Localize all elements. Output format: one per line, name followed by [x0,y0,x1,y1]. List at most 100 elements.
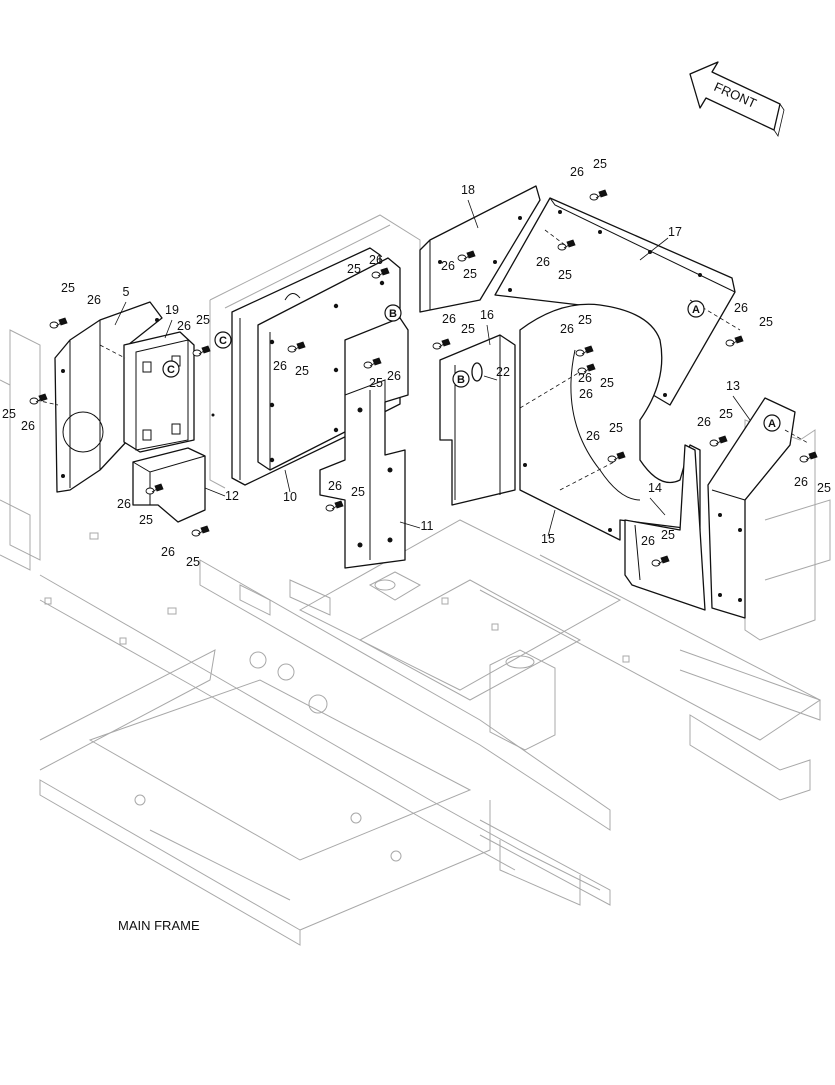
callout-14: 14 [648,481,662,495]
callout-25: 25 [196,313,210,327]
bolt-washer-icon [651,555,670,567]
callout-26: 26 [578,371,592,385]
bolt-washer-icon [192,345,211,357]
callout-25: 25 [139,513,153,527]
bolt-washer-icon [709,435,728,447]
bolt-washer-icon [191,525,210,537]
callout-18: 18 [461,183,475,197]
bolt-washer-icon [432,338,451,350]
marker-circle [687,300,705,318]
callout-26: 26 [387,369,401,383]
marker-letter: C [167,364,175,376]
fasteners-group [29,189,818,567]
callout-25: 25 [461,322,475,336]
callout-25: 25 [719,407,733,421]
callout-26: 26 [87,293,101,307]
callout-26: 26 [117,497,131,511]
callout-17: 17 [668,225,682,239]
bolt-washer-icon [799,451,818,463]
bolt-washer-icon [49,317,68,329]
bolt-washer-icon [363,357,382,369]
callout-25: 25 [558,268,572,282]
callout-26: 26 [328,479,342,493]
callout-5: 5 [123,285,130,299]
bolt-washer-icon [287,341,306,353]
callout-25: 25 [593,157,607,171]
callout-25: 25 [369,376,383,390]
marker-letter: A [692,304,700,316]
bolt-washer-icon [371,267,390,279]
main-frame-label: MAIN FRAME [118,918,200,933]
callout-19: 19 [165,303,179,317]
callout-26: 26 [641,534,655,548]
callout-26: 26 [579,387,593,401]
callout-25: 25 [609,421,623,435]
marker-circle [162,360,180,378]
callout-labels: 25 26 5 19 26 25 25 26 26 25 10 12 26 25 26 25 18 26 25 26 2… [2,157,831,569]
bolt-washer-icon [577,363,596,375]
callout-25: 25 [661,528,675,542]
callout-12: 12 [225,489,239,503]
callout-26: 26 [273,359,287,373]
part-15-large-panel [519,303,701,541]
bolt-washer-icon [29,393,48,405]
bolt-washer-icon [589,189,608,201]
callout-25: 25 [186,555,200,569]
marker-circle [214,331,232,349]
callout-13: 13 [726,379,740,393]
reference-markers: A A B B C C [162,300,781,432]
callout-25: 25 [2,407,16,421]
callout-25: 25 [578,313,592,327]
marker-a: A [687,300,705,318]
part-18-panel [419,185,541,313]
marker-letter: B [457,374,465,386]
bolt-washer-icon [457,250,476,262]
callout-25: 25 [351,485,365,499]
part-19-panel [123,331,195,453]
callout-22: 22 [496,365,510,379]
bolt-washer-icon [325,500,344,512]
main-frame-ghost [0,214,831,946]
callout-25: 25 [61,281,75,295]
callout-25: 25 [347,262,361,276]
callout-26: 26 [697,415,711,429]
callout-25: 25 [463,267,477,281]
callout-26: 26 [536,255,550,269]
callout-26: 26 [560,322,574,336]
callout-16: 16 [480,308,494,322]
bolt-washer-icon [607,451,626,463]
marker-letter: C [219,335,227,347]
callout-26: 26 [369,253,383,267]
marker-b: B [452,370,470,388]
callout-11: 11 [421,519,434,533]
callout-10: 10 [283,490,297,504]
part-14-panel [624,444,706,611]
callout-26: 26 [21,419,35,433]
front-arrow: FRONT [689,61,785,137]
part-16-panel [439,334,516,506]
leader-lines [114,199,751,537]
marker-circle [384,304,402,322]
callout-26: 26 [734,301,748,315]
marker-a: A [763,414,781,432]
callout-26: 26 [570,165,584,179]
marker-letter: B [389,308,397,320]
callout-26: 26 [586,429,600,443]
callout-26: 26 [442,312,456,326]
callout-25: 25 [600,376,614,390]
bolt-washer-icon [145,483,164,495]
marker-c: C [214,331,232,349]
part-11-duct [319,317,409,569]
callout-25: 25 [295,364,309,378]
callout-15: 15 [541,532,555,546]
callout-26: 26 [441,259,455,273]
marker-c: C [162,360,180,378]
marker-circle [452,370,470,388]
callout-26: 26 [177,319,191,333]
callout-26: 26 [161,545,175,559]
marker-letter: A [768,418,776,430]
callout-25: 25 [759,315,773,329]
bolt-washer-icon [557,239,576,251]
